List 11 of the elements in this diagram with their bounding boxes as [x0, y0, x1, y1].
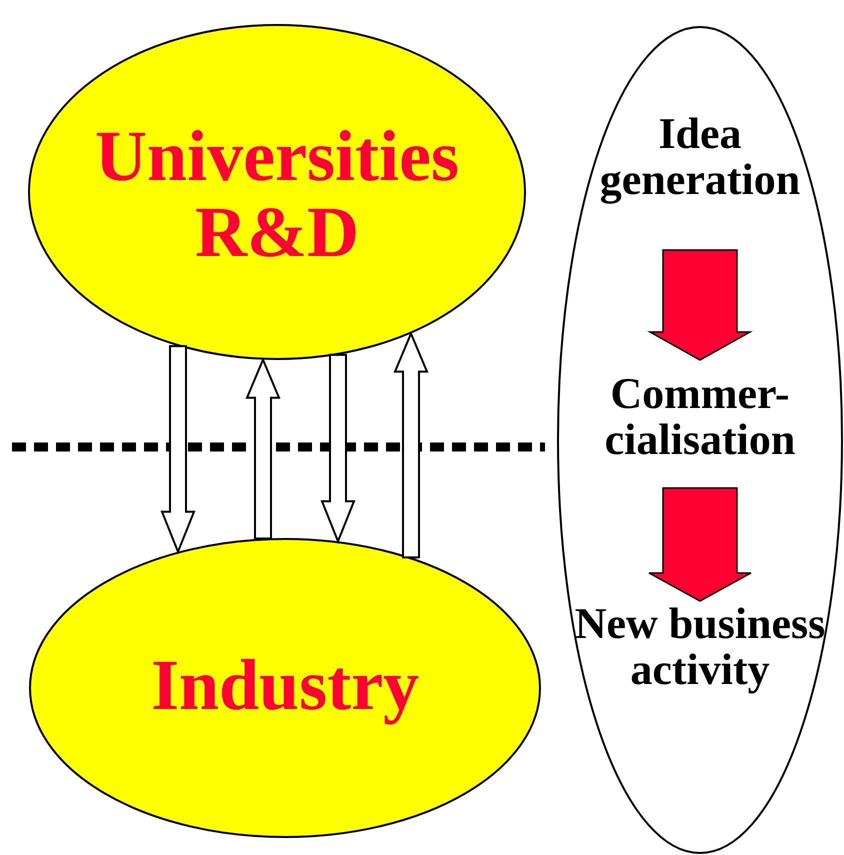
block-arrow — [647, 249, 753, 361]
hollow-arrow — [160, 345, 196, 554]
hollow-arrow — [246, 357, 280, 540]
stage-label: Idea generation — [598, 111, 802, 204]
hollow-arrow — [320, 354, 356, 544]
node-label: Universities R&D — [94, 119, 460, 270]
hollow-arrow — [394, 331, 428, 558]
block-arrow — [648, 487, 752, 602]
stage-label: Commer- cialisation — [604, 371, 796, 464]
stage-label: New business activity — [574, 601, 826, 694]
node-label: Industry — [150, 648, 420, 724]
